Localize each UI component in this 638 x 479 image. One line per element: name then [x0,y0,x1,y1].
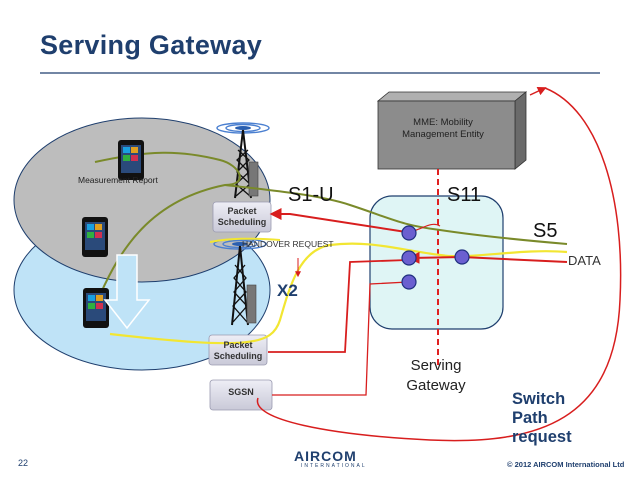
serving-gateway-label: Serving Gateway [406,357,466,394]
copyright: © 2012 AIRCOM International Ltd [507,460,625,469]
phone-icon-3 [83,288,109,328]
base-station-tower-2 [213,238,267,326]
page-title: Serving Gateway [40,30,263,60]
data-label: DATA [568,253,601,268]
measurement-report-path-2 [224,184,568,245]
page-number: 22 [18,458,29,468]
switch-path-request-curve [256,87,622,442]
base-station-tower-1 [216,122,270,199]
switch-path-curve-mme [529,86,547,96]
gateway-node-4 [454,249,470,265]
handover-request-label: HANDOVER REQUEST [242,239,334,249]
data-line-s1u [269,208,407,233]
phone-icon-2 [82,217,108,257]
gateway-node-1 [401,225,417,241]
mme-box-top [376,91,528,102]
switch-path-request-label: Switch Path request [512,390,572,446]
mme-box-side [514,91,527,170]
gateway-node-2 [401,250,417,266]
handover-path [109,242,568,345]
packet-scheduling-label-2: Packet Scheduling [213,340,263,361]
aircom-logo-subtitle: INTERNATIONAL [301,463,367,469]
mme-label: MME: Mobility Management Entity [402,117,484,140]
gateway-node-3 [401,274,417,290]
handover-arrow [103,254,151,330]
x2-label: X2 [277,281,298,300]
data-line-sgsn [272,281,409,396]
phone-icon-1 [118,140,144,180]
data-line-to-enb2 [268,259,409,353]
measurement-report-label: Measurement Report [78,175,158,185]
aircom-logo: AIRCOM [294,448,357,464]
s1u-label: S1-U [288,184,334,206]
packet-scheduling-label-1: Packet Scheduling [217,206,267,227]
source-cell-area [13,117,271,283]
s5-label: S5 [533,220,558,242]
sgsn-label: SGSN [228,387,254,397]
handover-request-path [209,237,281,243]
mme-box [377,100,516,170]
measurement-report-path [94,151,241,296]
serving-gateway-box [369,195,504,330]
s11-label: S11 [447,184,482,206]
